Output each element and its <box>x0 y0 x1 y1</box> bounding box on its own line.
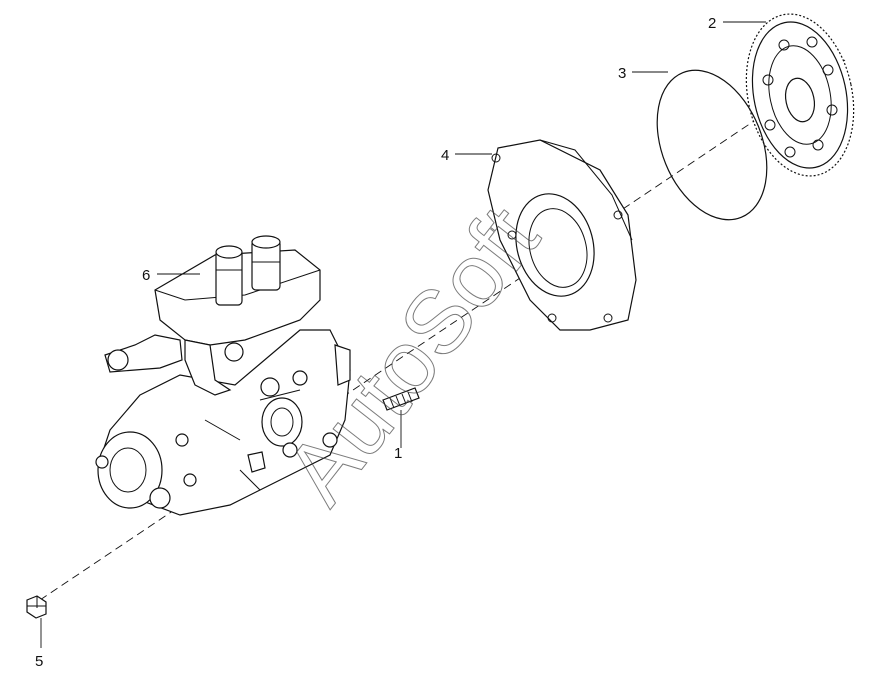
callout-1: 1 <box>394 445 402 462</box>
callout-2: 2 <box>708 15 716 32</box>
callout-3: 3 <box>618 65 626 82</box>
flange-icon[interactable] <box>487 139 637 331</box>
nut-icon[interactable] <box>26 595 47 619</box>
gear-icon[interactable] <box>732 4 868 186</box>
callout-4: 4 <box>441 147 449 164</box>
stud-icon[interactable] <box>382 387 420 411</box>
callout-6: 6 <box>142 267 150 284</box>
callout-5: 5 <box>35 653 43 670</box>
o-ring-icon[interactable] <box>636 54 787 236</box>
